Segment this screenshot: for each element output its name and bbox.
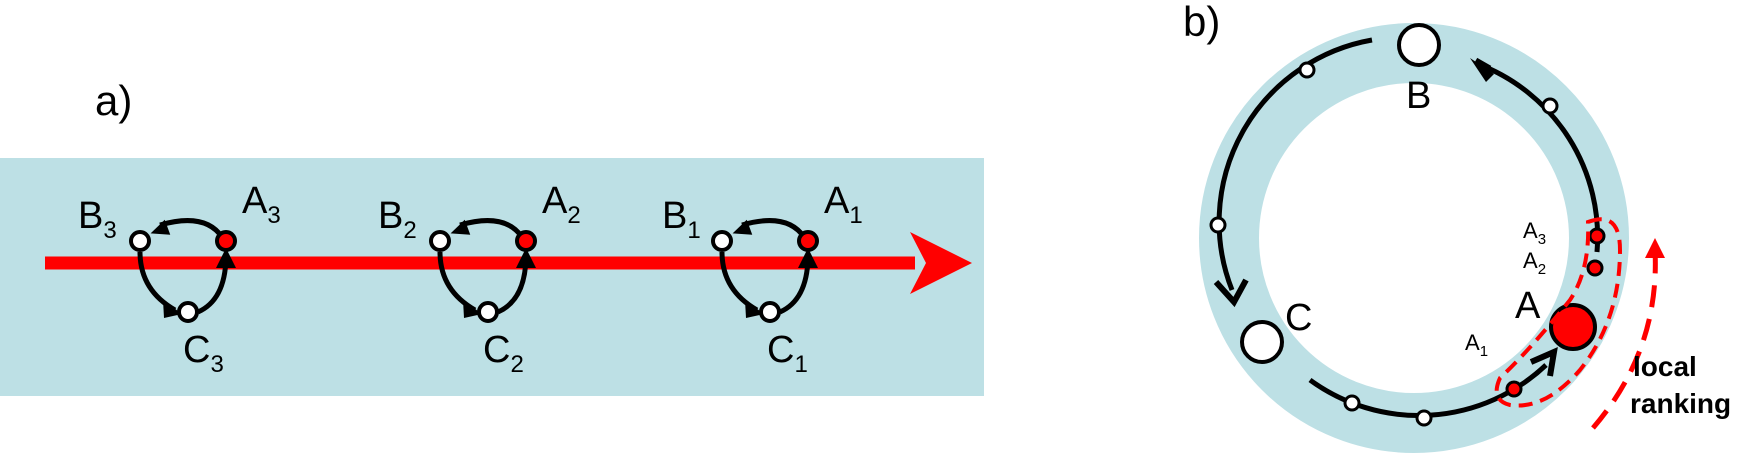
local-region-outline [1494,217,1623,408]
annotation-ranking: ranking [1630,388,1731,419]
node-a [1549,303,1597,351]
node-c1 [759,301,781,323]
label-c: C [1285,297,1312,339]
node-c3 [177,301,199,323]
edge-a1-b1 [741,218,807,239]
label-a1: A1 [824,180,863,229]
path-b-to-c [1216,37,1373,291]
progression-arrow-head [910,232,972,294]
label-c3: C3 [183,329,224,378]
point-right [1541,97,1559,115]
arrowhead-a-to-b-stem [1474,57,1492,71]
arrowhead-b-to-c [1213,278,1249,308]
panel-a-background [0,158,984,396]
label-a: A [1515,285,1541,327]
arrowhead-a2-b2 [450,219,471,235]
cycle-3: B3 A3 C3 [78,180,281,378]
cycle-2: B2 A2 C2 [378,180,581,378]
label-c1: C1 [767,329,808,378]
label-b3: B3 [78,195,117,244]
panel-b: b) B C A A3 A2 A1 [1183,0,1731,453]
point-bottom-left [1343,394,1361,412]
point-a1 [1505,380,1523,398]
point-a3 [1588,227,1606,245]
arrowhead-a1-b1 [732,219,753,235]
node-c [1240,320,1284,364]
arrowhead-c1-a1 [798,248,818,268]
node-a3 [215,230,237,252]
point-bottom [1415,409,1433,427]
arrowhead-c2-a2 [516,248,536,268]
node-b2 [429,230,451,252]
point-top-left [1298,61,1316,79]
node-c2 [477,301,499,323]
arrowhead-c-to-a [1529,347,1558,377]
arrowhead-a3-b3 [150,219,171,235]
edge-a3-b3 [159,218,225,239]
label-a2: A2 [542,180,581,229]
local-ranking-arrowhead [1645,238,1665,258]
label-c2: C2 [483,329,524,378]
point-a2 [1586,259,1604,277]
cycle-1: B1 A1 C1 [662,180,863,378]
annotation-local: local [1633,351,1697,382]
arrowhead-c3-a3 [216,248,236,268]
point-left [1209,216,1227,234]
node-a1 [797,230,819,252]
label-a3: A3 [242,180,281,229]
node-b1 [711,230,733,252]
label-b1: B1 [662,195,701,244]
label-b: B [1406,75,1431,117]
edge-a2-b2 [459,218,525,239]
panel-a-label: a) [95,77,132,124]
label-point-a1: A1 [1465,330,1488,360]
node-a2 [515,230,537,252]
label-point-a2: A2 [1523,248,1546,278]
panel-a: a) B3 A3 C3 [0,77,984,396]
node-b3 [129,230,151,252]
node-b [1397,23,1441,67]
label-point-a3: A3 [1523,218,1546,248]
panel-b-label: b) [1183,0,1220,45]
label-b2: B2 [378,195,417,244]
arrowhead-a-to-b [1470,58,1494,82]
